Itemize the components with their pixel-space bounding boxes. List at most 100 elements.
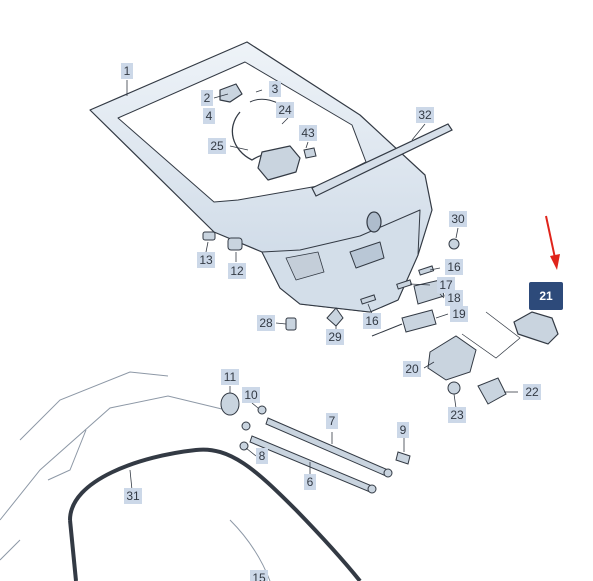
callout-box bbox=[326, 413, 338, 429]
callout-text: 12 bbox=[230, 264, 244, 278]
callout-box bbox=[221, 369, 239, 385]
callout-text: 8 bbox=[259, 449, 266, 463]
callout-box bbox=[397, 422, 409, 438]
callout-box bbox=[124, 488, 142, 504]
callout-c8[interactable]: 8 bbox=[256, 448, 268, 464]
callout-box bbox=[403, 361, 421, 377]
callout-text: 17 bbox=[439, 278, 453, 292]
callout-c2[interactable]: 2 bbox=[201, 90, 213, 106]
callout-c6[interactable]: 6 bbox=[304, 474, 316, 490]
callout-box bbox=[445, 259, 463, 275]
callout-box bbox=[242, 387, 260, 403]
callout-text: 28 bbox=[259, 316, 273, 330]
callout-c3[interactable]: 3 bbox=[269, 81, 281, 97]
light-cutout bbox=[285, 251, 325, 281]
callout-text: 15 bbox=[252, 571, 266, 581]
callout-text: 25 bbox=[210, 139, 224, 153]
callout-c16b[interactable]: 16 bbox=[363, 313, 381, 329]
leader-lines bbox=[126, 80, 518, 491]
callout-c32[interactable]: 32 bbox=[416, 107, 434, 123]
callout-box bbox=[523, 384, 541, 400]
callout-box bbox=[450, 306, 468, 322]
callout-c7[interactable]: 7 bbox=[326, 413, 338, 429]
callout-c11[interactable]: 11 bbox=[221, 369, 239, 385]
red-arrow bbox=[545, 215, 560, 270]
callout-21-text: 21 bbox=[539, 289, 553, 303]
callout-c16a[interactable]: 16 bbox=[445, 259, 463, 275]
callout-box bbox=[201, 90, 213, 106]
callout-text: 23 bbox=[450, 408, 464, 422]
callout-text: 24 bbox=[278, 103, 292, 117]
seal-inner bbox=[68, 519, 78, 581]
callout-c9[interactable]: 9 bbox=[397, 422, 409, 438]
callout-box bbox=[121, 63, 133, 79]
callout-text: 20 bbox=[405, 362, 419, 376]
callout-box bbox=[299, 125, 317, 141]
callout-c18[interactable]: 18 bbox=[445, 290, 463, 306]
callout-box bbox=[228, 263, 246, 279]
callout-text: 4 bbox=[206, 109, 213, 123]
callout-box bbox=[416, 107, 434, 123]
callout-box bbox=[445, 290, 463, 306]
gas-struts bbox=[249, 417, 411, 494]
callout-box bbox=[276, 102, 294, 118]
callout-text: 32 bbox=[418, 108, 432, 122]
callout-text: 16 bbox=[447, 260, 461, 274]
callout-box bbox=[363, 313, 381, 329]
callout-box bbox=[208, 138, 226, 154]
callout-c22[interactable]: 22 bbox=[523, 384, 541, 400]
callout-text: 16 bbox=[365, 314, 379, 328]
callout-text: 13 bbox=[199, 253, 213, 267]
callout-c24[interactable]: 24 bbox=[276, 102, 294, 118]
motor-part bbox=[257, 145, 301, 181]
callout-c13[interactable]: 13 bbox=[197, 252, 215, 268]
callout-c19[interactable]: 19 bbox=[450, 306, 468, 322]
callout-box bbox=[197, 252, 215, 268]
callout-text: 31 bbox=[126, 489, 140, 503]
callout-c10[interactable]: 10 bbox=[242, 387, 260, 403]
callout-c29[interactable]: 29 bbox=[326, 329, 344, 345]
callout-box bbox=[256, 448, 268, 464]
callout-text: 22 bbox=[525, 385, 539, 399]
callout-c28[interactable]: 28 bbox=[257, 315, 275, 331]
part-21-bracket bbox=[513, 311, 559, 345]
tailgate-lower-panel bbox=[261, 209, 421, 313]
callout-21[interactable]: 21 bbox=[529, 282, 563, 310]
callout-c20[interactable]: 20 bbox=[403, 361, 421, 377]
callout-text: 30 bbox=[451, 212, 465, 226]
callout-text: 18 bbox=[447, 291, 461, 305]
callout-c23[interactable]: 23 bbox=[448, 407, 466, 423]
callout-text: 3 bbox=[272, 82, 279, 96]
callout-box bbox=[304, 474, 316, 490]
callout-box bbox=[448, 407, 466, 423]
hinge-part bbox=[219, 83, 243, 103]
callout-c30[interactable]: 30 bbox=[449, 211, 467, 227]
callout-c4[interactable]: 4 bbox=[203, 108, 215, 124]
callout-text: 6 bbox=[307, 475, 314, 489]
callout-text: 7 bbox=[329, 414, 336, 428]
callout-c25[interactable]: 25 bbox=[208, 138, 226, 154]
callout-c12[interactable]: 12 bbox=[228, 263, 246, 279]
callout-box bbox=[437, 277, 455, 293]
callout-text: 11 bbox=[224, 370, 237, 384]
callout-box bbox=[449, 211, 467, 227]
callout-text: 1 bbox=[124, 64, 131, 78]
callout-text: 19 bbox=[452, 307, 466, 321]
callout-box bbox=[257, 315, 275, 331]
tailgate-seal bbox=[68, 447, 362, 581]
callout-text: 43 bbox=[301, 126, 315, 140]
spoiler-strip bbox=[311, 123, 453, 197]
callout-c31[interactable]: 31 bbox=[124, 488, 142, 504]
small-parts-upper bbox=[202, 147, 460, 331]
callout-c15[interactable]: 15 bbox=[250, 570, 268, 581]
callout-21-box bbox=[529, 282, 563, 310]
callout-c43[interactable]: 43 bbox=[299, 125, 317, 141]
emblem bbox=[366, 211, 382, 233]
callout-c1[interactable]: 1 bbox=[121, 63, 133, 79]
callout-text: 29 bbox=[328, 330, 342, 344]
callout-box bbox=[203, 108, 215, 124]
callout-c17[interactable]: 17 bbox=[437, 277, 455, 293]
license-plate-recess bbox=[349, 241, 385, 269]
